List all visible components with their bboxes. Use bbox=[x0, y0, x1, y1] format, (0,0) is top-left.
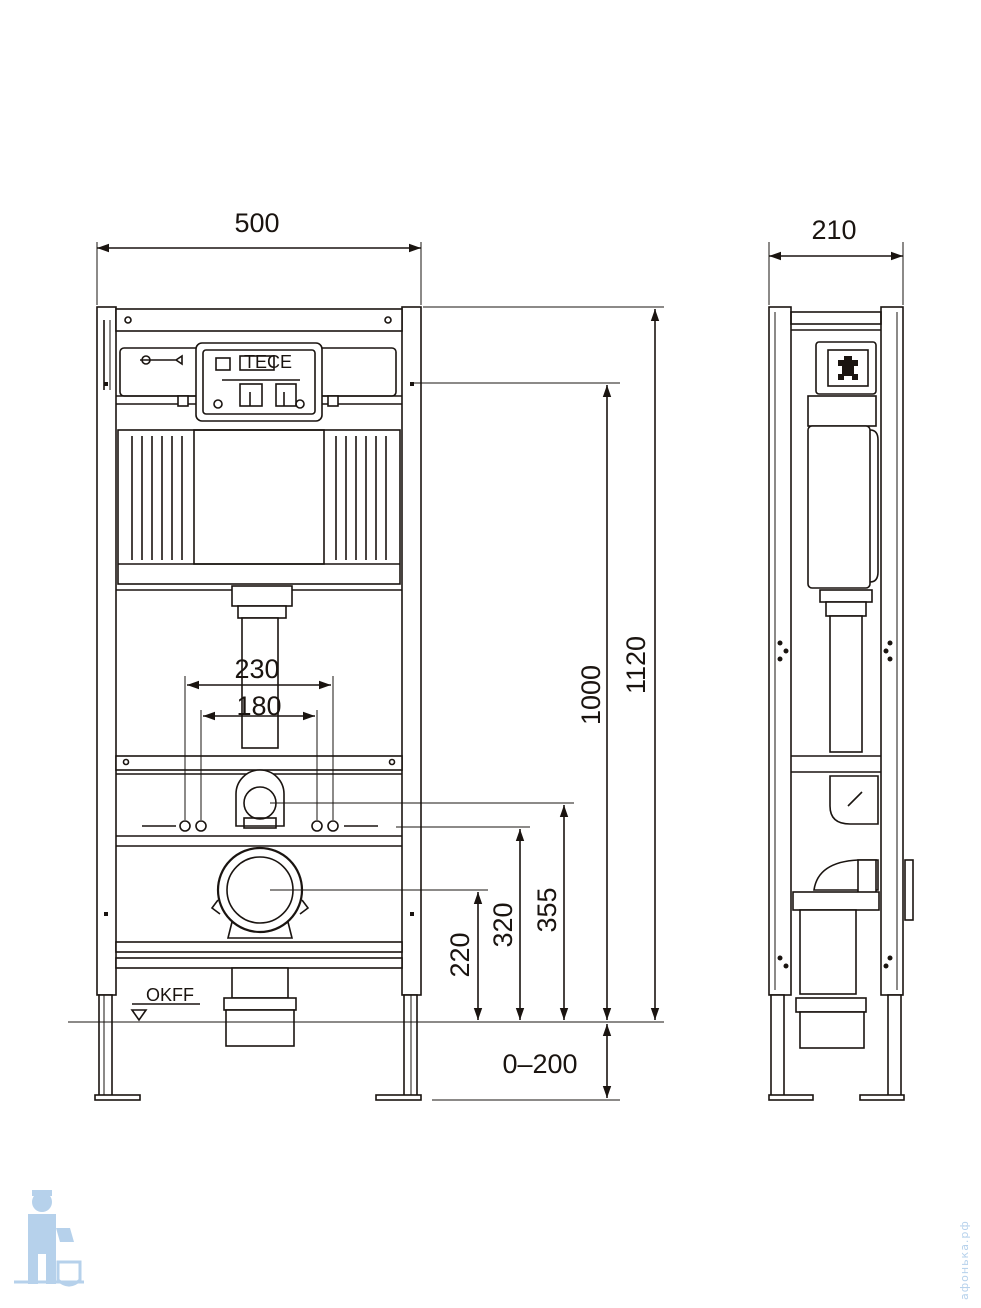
bolt-right-outer bbox=[327, 820, 339, 832]
cistern-body bbox=[117, 429, 401, 585]
label-height-355: 355 bbox=[532, 887, 562, 932]
label-leg-adjust: 0–200 bbox=[502, 1049, 577, 1079]
bolt-left-outer bbox=[179, 820, 191, 832]
side-wall-plate bbox=[904, 859, 914, 921]
side-view bbox=[768, 306, 914, 1101]
floor-level-marker bbox=[130, 1009, 148, 1022]
watermark: афонька.рф bbox=[14, 1190, 971, 1300]
front-left-post bbox=[96, 306, 117, 996]
brand-label: TECE bbox=[244, 352, 292, 372]
label-height-320: 320 bbox=[488, 902, 518, 947]
label-height-actuator: 1000 bbox=[576, 665, 606, 725]
front-view: TECE bbox=[94, 306, 422, 1101]
front-left-leg bbox=[98, 994, 113, 1098]
front-left-foot bbox=[94, 1094, 141, 1101]
label-width-front: 500 bbox=[234, 208, 279, 238]
watermark-text: афонька.рф bbox=[958, 1220, 971, 1300]
front-right-post bbox=[401, 306, 422, 996]
bolt-left-inner bbox=[195, 820, 207, 832]
side-cistern bbox=[807, 425, 871, 589]
drain-pipe bbox=[225, 1009, 295, 1047]
dimension-labels: 500 210 230 180 1120 1000 355 320 220 0–… bbox=[146, 208, 857, 1079]
label-floor-level: OKFF bbox=[146, 985, 194, 1005]
actuator-frame bbox=[195, 342, 323, 422]
cistern-ribs-left bbox=[131, 436, 183, 560]
front-right-foot bbox=[375, 1094, 422, 1101]
front-crossbar bbox=[115, 755, 403, 771]
dimension-lines bbox=[68, 242, 904, 1101]
label-spacing-inner: 180 bbox=[236, 691, 281, 721]
cistern-ribs-right bbox=[335, 436, 387, 560]
plumber-logo-icon bbox=[14, 1190, 84, 1287]
front-top-rail bbox=[115, 308, 403, 332]
side-flush-pipe bbox=[829, 615, 863, 753]
bolt-right-inner bbox=[311, 820, 323, 832]
label-height-220: 220 bbox=[445, 932, 475, 977]
water-inlet bbox=[235, 769, 285, 827]
label-height-total: 1120 bbox=[621, 636, 651, 694]
label-spacing-outer: 230 bbox=[234, 654, 279, 684]
label-width-side: 210 bbox=[811, 215, 856, 245]
